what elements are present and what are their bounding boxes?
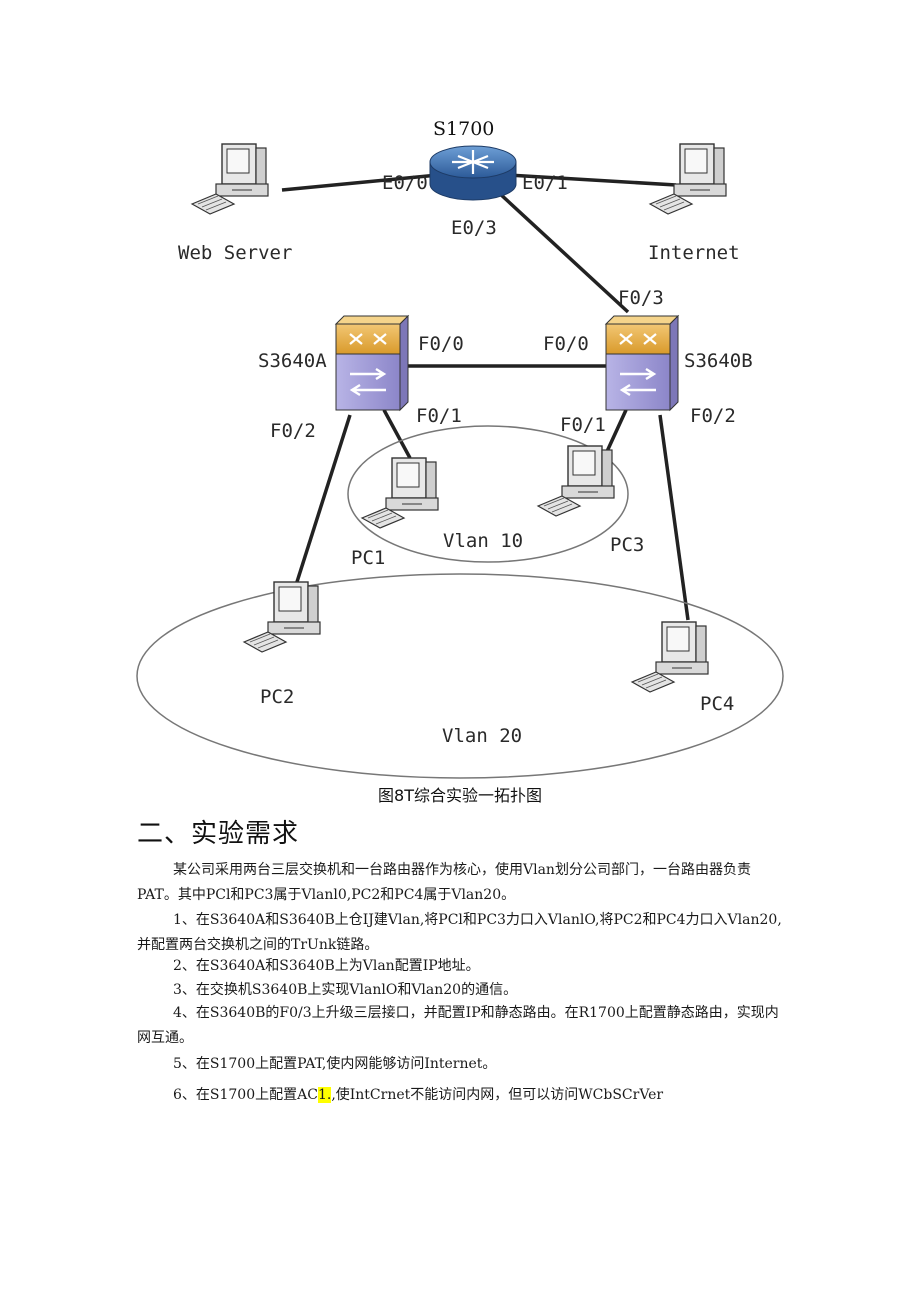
section-heading: 二、实验需求 [137, 819, 300, 849]
switch-b-port-f02: F0/2 [690, 405, 736, 427]
switch-a-port-f00: F0/0 [418, 333, 464, 355]
router-port-e03: E0/3 [451, 217, 497, 239]
switch-b-port-f00: F0/0 [543, 333, 589, 355]
link-router-internet [507, 173, 677, 187]
router-name: S1700 [433, 118, 494, 140]
vlan20-label: Vlan 20 [442, 725, 522, 747]
requirement-item-6: 6、在S1700上配置AC1.,使IntCrnet不能访问内网，但可以访问WCb… [137, 1083, 787, 1108]
link-s3640a-pc2 [294, 414, 352, 586]
router-icon [429, 145, 517, 201]
requirement-item-1: 1、在S3640A和S3640B上仓IJ建Vlan,将PCl和PC3力口入Vla… [137, 912, 782, 953]
link-router-s3640b [496, 190, 630, 314]
item6-text-end: ,使IntCrnet不能访问内网，但可以访问WCbSCrVer [331, 1087, 664, 1103]
link-webserver-router [281, 173, 439, 192]
switch-b-port-f03: F0/3 [618, 287, 664, 309]
requirement-item-2: 2、在S3640A和S3640B上为Vlan配置IP地址。 [173, 958, 480, 974]
pc1-computer-icon [361, 457, 439, 529]
item6-text-start: 6、在S1700上配置AC [173, 1087, 318, 1103]
network-topology-diagram: S1700 E0/0 E0/1 E0/3 Web Server Internet… [136, 118, 784, 779]
switch-a-port-f01: F0/1 [416, 405, 462, 427]
pc3-computer-icon [537, 445, 615, 517]
vlan20-boundary [136, 573, 784, 779]
webserver-computer-icon [191, 143, 269, 215]
pc2-computer-icon [243, 581, 321, 653]
requirement-item-3: 3、在交换机S3640B上实现VlanlO和Vlan20的通信。 [173, 982, 518, 998]
webserver-label: Web Server [178, 242, 292, 264]
switch-b-port-f01: F0/1 [560, 414, 606, 436]
pc1-label: PC1 [351, 547, 385, 569]
internet-label: Internet [648, 242, 740, 264]
switch-b-icon [604, 314, 680, 412]
switch-b-label: S3640B [684, 350, 753, 372]
pc3-label: PC3 [610, 534, 644, 556]
switch-a-icon [334, 314, 410, 412]
vlan10-label: Vlan 10 [443, 530, 523, 552]
requirement-item-5: 5、在S1700上配置PAT,使内网能够访问Internet。 [173, 1056, 497, 1072]
pc2-label: PC2 [260, 686, 294, 708]
internet-computer-icon [649, 143, 727, 215]
pc4-label: PC4 [700, 693, 734, 715]
router-port-e00: E0/0 [382, 172, 428, 194]
figure-caption: 图8T综合实验一拓扑图 [378, 786, 542, 805]
link-s3640a-pc1 [382, 409, 412, 459]
switch-a-port-f02: F0/2 [270, 420, 316, 442]
intro-paragraph: 某公司采用两台三层交换机和一台路由器作为核心，使用Vlan划分公司部门，一台路由… [137, 862, 751, 903]
router-port-e01: E0/1 [522, 172, 568, 194]
switch-a-label: S3640A [258, 350, 327, 372]
link-s3640b-pc4 [658, 414, 690, 621]
requirement-item-4: 4、在S3640B的F0/3上升级三层接口，并配置IP和静态路由。在R1700上… [137, 1005, 779, 1046]
pc4-computer-icon [631, 621, 709, 693]
vlan10-boundary [347, 425, 629, 563]
item6-highlight: 1. [317, 1087, 332, 1103]
